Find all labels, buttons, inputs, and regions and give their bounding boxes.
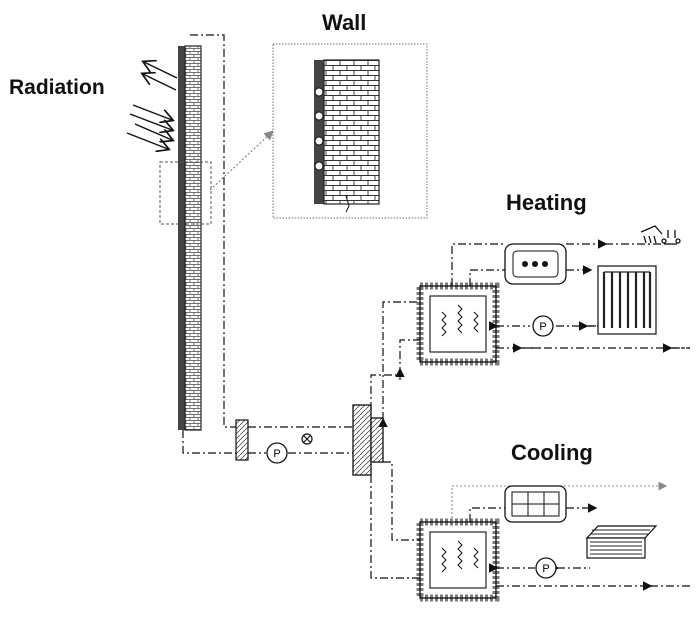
pump-cooling: P xyxy=(536,558,556,578)
tank-heating-pipes xyxy=(371,302,420,420)
cooling-pipes xyxy=(470,508,690,586)
wall-heat-exchanger xyxy=(236,420,248,460)
radiation-label: Radiation xyxy=(9,76,105,100)
wall-detail-inset xyxy=(273,44,427,218)
storage-tank xyxy=(353,405,383,475)
heating-label: Heating xyxy=(506,190,587,216)
pump-label: P xyxy=(539,321,546,333)
main-loop-pipes xyxy=(248,427,353,453)
wall-label: Wall xyxy=(322,10,366,36)
pump-heating: P xyxy=(533,316,553,336)
pump-label: P xyxy=(542,563,549,575)
pump-main: P xyxy=(267,443,287,463)
pump-label: P xyxy=(273,448,280,460)
cooling-buffer-unit xyxy=(505,486,566,522)
cooling-panel xyxy=(587,526,656,558)
radiation-arrows xyxy=(127,105,172,149)
reflected-radiation-arrows xyxy=(143,62,177,90)
tank-cooling-pipes xyxy=(371,462,420,578)
heating-buffer-unit xyxy=(505,244,566,284)
zoom-connector xyxy=(210,132,272,190)
heating-heat-pump xyxy=(420,286,496,362)
wall-column xyxy=(160,46,211,430)
cooling-heat-pump xyxy=(420,522,496,598)
valve-icon xyxy=(302,434,312,444)
cooling-label: Cooling xyxy=(511,440,593,466)
shower-icon xyxy=(641,226,680,244)
floor-heating-coil xyxy=(598,266,656,334)
